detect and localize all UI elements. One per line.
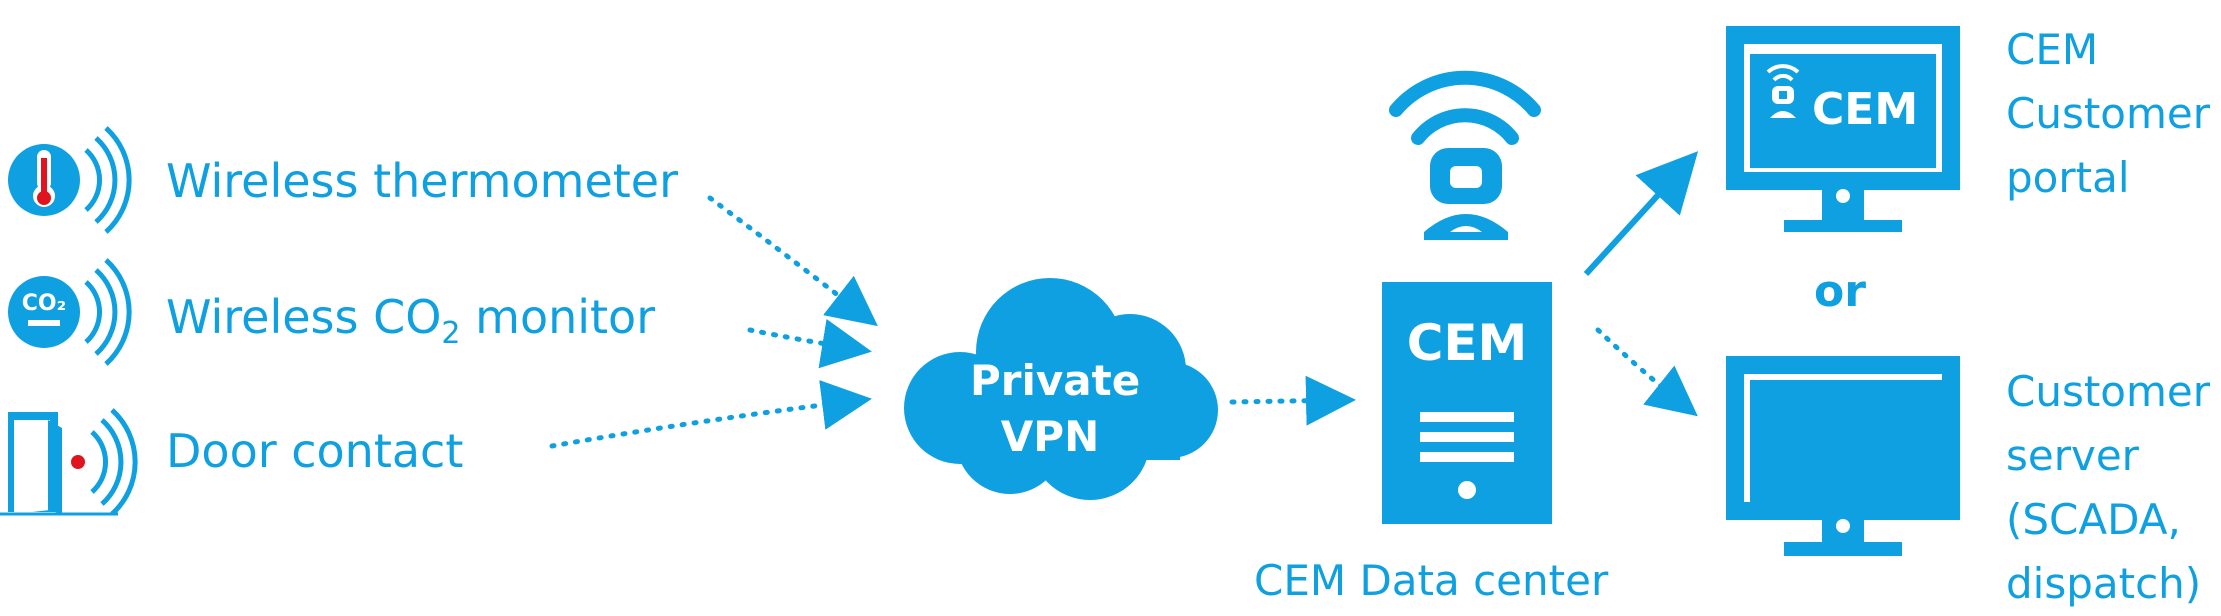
vpn-cloud: [904, 278, 1218, 500]
svg-text:CO₂: CO₂: [22, 291, 66, 316]
portal-screen-label: CEM: [1812, 84, 1919, 135]
co2-label-main: Wireless CO: [166, 290, 442, 344]
portal-caption-line: Customer: [2006, 89, 2211, 138]
datacenter-caption: CEM Data center: [1254, 556, 1609, 605]
arrow-vpn-to-datacenter: [1229, 375, 1356, 426]
device-label-thermometer: Wireless thermometer: [166, 154, 678, 208]
customer-server-caption-line: (SCADA,: [2006, 495, 2181, 544]
portal-caption: CEM Customer portal: [2006, 18, 2210, 210]
portal-signal-icon: [1766, 64, 1800, 118]
datacenter-signal-icon: [1389, 70, 1541, 240]
customer-server-monitor-icon: [1726, 356, 1960, 556]
device-label-co2: Wireless CO2 monitor: [166, 294, 655, 349]
or-connector: or: [1814, 266, 1866, 317]
datacenter-server-icon: [1382, 282, 1552, 524]
customer-server-caption-line: server: [2006, 431, 2139, 480]
device-label-door: Door contact: [166, 424, 464, 478]
device-arrows: [549, 195, 1698, 449]
arrow-thermometer-to-vpn: [707, 195, 878, 327]
door-icon: [0, 408, 138, 516]
co2-label-tail: monitor: [460, 290, 656, 344]
customer-server-caption-line: dispatch): [2006, 559, 2202, 608]
vpn-label-line1: Private: [970, 356, 1141, 405]
arrow-datacenter-to-server: [1595, 327, 1698, 417]
thermometer-icon: [8, 126, 132, 234]
arrow-door-to-vpn: [549, 380, 872, 449]
customer-server-caption: Customer server (SCADA, dispatch): [2006, 360, 2210, 616]
portal-monitor-icon: [1726, 26, 1960, 232]
server-label: CEM: [1406, 314, 1528, 372]
portal-caption-line: CEM: [2006, 25, 2099, 74]
co2-icon: CO₂: [8, 258, 132, 366]
vpn-label-line2: VPN: [1000, 412, 1100, 461]
arrow-co2-to-vpn: [747, 318, 872, 369]
co2-label-subscript: 2: [441, 316, 461, 351]
customer-server-caption-line: Customer: [2006, 367, 2211, 416]
portal-caption-line: portal: [2006, 153, 2130, 202]
arrow-datacenter-to-portal: [1583, 151, 1699, 277]
